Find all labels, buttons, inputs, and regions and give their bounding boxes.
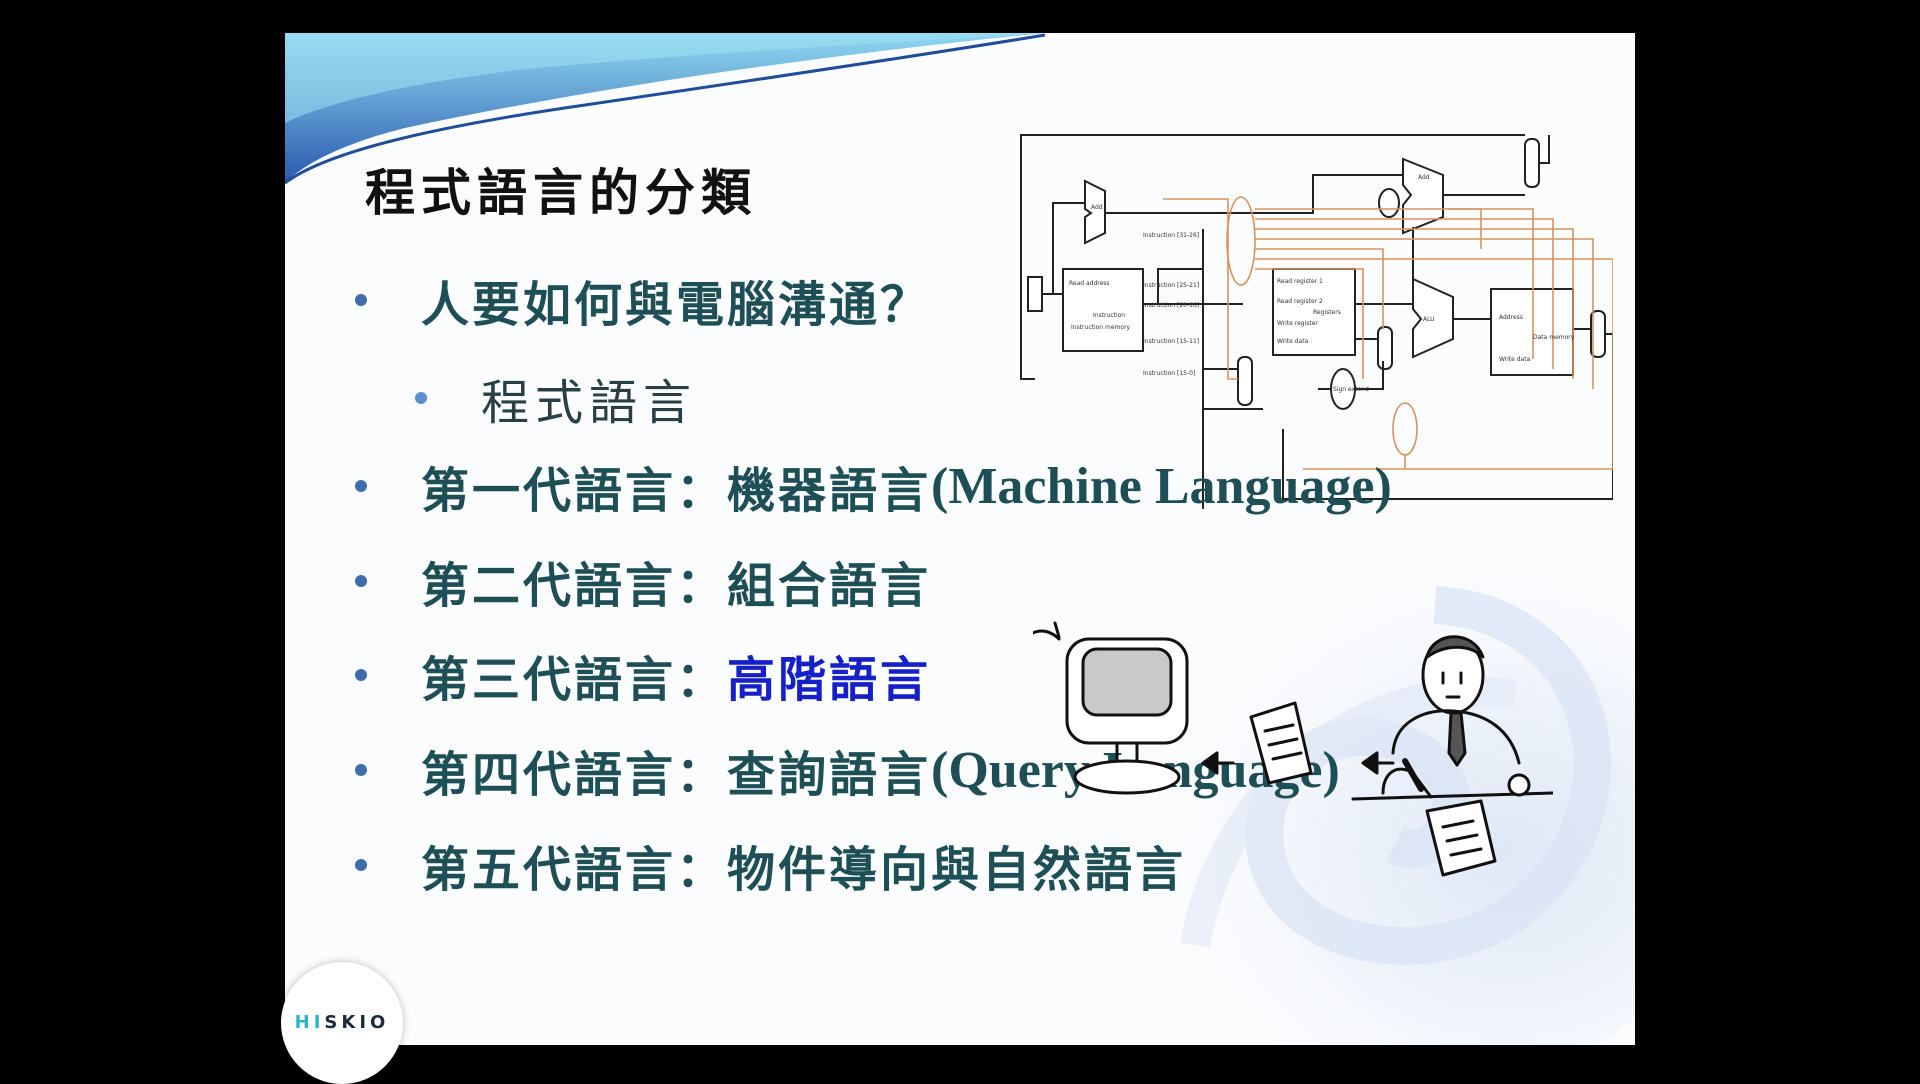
generation-5: 第五代語言：物件導向與自然語言 — [355, 830, 1186, 900]
bullet-dot — [355, 764, 367, 776]
svg-text:Instruction memory: Instruction memory — [1071, 324, 1131, 331]
question-bullet: 人要如何與電腦溝通？ — [355, 265, 931, 335]
svg-text:Write register: Write register — [1277, 320, 1318, 327]
svg-text:ALU: ALU — [1423, 316, 1435, 323]
bullet-dot — [355, 575, 367, 587]
cpu-datapath-diagram: Read address Instruction Instruction mem… — [1020, 134, 1613, 509]
generation-1: 第一代語言：機器語言 (Machine Language) — [355, 451, 1392, 521]
hiskio-logo-text: HISKIO — [295, 1012, 390, 1033]
hiskio-logo: HISKIO — [281, 962, 403, 1084]
svg-text:Read address: Read address — [1069, 280, 1110, 287]
sub-bullet: 程式語言 — [415, 363, 697, 433]
svg-text:Sign extend: Sign extend — [1333, 386, 1369, 393]
generation-4-text: 第四代語言：查詢語言 — [421, 747, 932, 803]
svg-text:Address: Address — [1499, 314, 1523, 321]
svg-text:Instruction: Instruction — [1093, 312, 1125, 319]
generation-1-latin: (Machine Language) — [931, 457, 1392, 515]
programmer-computer-illustration — [1033, 621, 1553, 877]
header-swoosh — [285, 33, 1046, 185]
slide-title: 程式語言的分類 — [365, 163, 757, 222]
bullet-dot — [355, 480, 367, 492]
svg-text:Read register 1: Read register 1 — [1277, 278, 1323, 285]
logo-rest: SKIO — [324, 1011, 390, 1033]
generation-5-text: 第五代語言：物件導向與自然語言 — [421, 842, 1187, 898]
bullet-dot — [355, 294, 367, 306]
svg-text:Instruction [15-0]: Instruction [15-0] — [1143, 370, 1195, 377]
generation-3-text: 第三代語言： — [421, 652, 728, 708]
sub-item-text: 程式語言 — [481, 375, 698, 431]
bullet-dot — [415, 392, 427, 404]
svg-text:Read register 2: Read register 2 — [1277, 298, 1323, 305]
generation-2-text: 第二代語言：組合語言 — [421, 558, 932, 614]
generation-1-text: 第一代語言：機器語言 — [421, 463, 932, 519]
logo-hi: HI — [294, 1011, 325, 1033]
svg-text:Instruction [31-26]: Instruction [31-26] — [1143, 232, 1199, 239]
bullet-dot — [355, 859, 367, 871]
svg-text:Data memory: Data memory — [1533, 334, 1575, 341]
svg-text:Write data: Write data — [1277, 338, 1309, 345]
svg-text:Add: Add — [1091, 204, 1103, 211]
svg-text:Instruction [15-11]: Instruction [15-11] — [1143, 338, 1199, 345]
question-text: 人要如何與電腦溝通？ — [421, 277, 932, 333]
generation-3-highlight: 高階語言 — [727, 652, 932, 708]
svg-text:Registers: Registers — [1313, 309, 1341, 316]
svg-text:Write data: Write data — [1499, 356, 1531, 363]
bullet-dot — [355, 669, 367, 681]
generation-2: 第二代語言：組合語言 — [355, 546, 931, 616]
svg-text:Instruction [25-21]: Instruction [25-21] — [1143, 282, 1199, 289]
generation-3: 第三代語言： 高階語言 — [355, 640, 931, 710]
svg-text:Instruction [20-16]: Instruction [20-16] — [1143, 302, 1199, 309]
slide: 程式語言的分類 人要如何與電腦溝通？ 程式語言 — [285, 33, 1635, 1045]
svg-text:Add: Add — [1418, 174, 1430, 181]
